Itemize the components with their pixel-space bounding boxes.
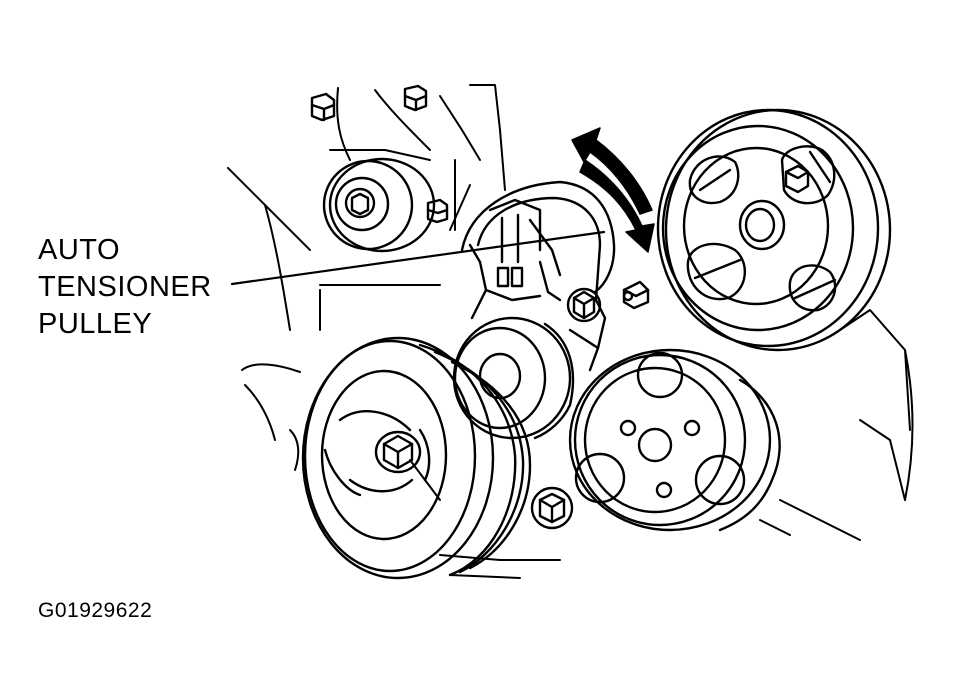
auto-tensioner-assembly — [460, 180, 616, 372]
figure-id: G01929622 — [38, 599, 153, 622]
callout-line-2: TENSIONER — [38, 271, 212, 303]
tensioner-movement-arrow — [571, 127, 655, 253]
crankshaft-pulley — [301, 336, 532, 580]
bolt-mid-left — [426, 198, 449, 224]
stud-right — [622, 280, 650, 310]
auto-tensioner-pulley-callout: AUTO TENSIONER PULLEY — [38, 232, 212, 343]
mounting-bolts — [310, 84, 650, 530]
bolt-tensioner — [566, 287, 602, 323]
ac-compressor-pulley — [568, 348, 781, 532]
bolt-top-center — [403, 84, 428, 112]
callout-line-1: AUTO — [38, 234, 121, 266]
upper-right-pulley — [656, 108, 892, 352]
engine-block-outline — [227, 84, 914, 579]
idler-pulley — [322, 157, 436, 253]
callout-line-3: PULLEY — [38, 308, 153, 340]
callout-leader-line — [230, 230, 606, 286]
bolt-bottom — [530, 486, 574, 530]
bolt-top-left — [310, 92, 336, 122]
